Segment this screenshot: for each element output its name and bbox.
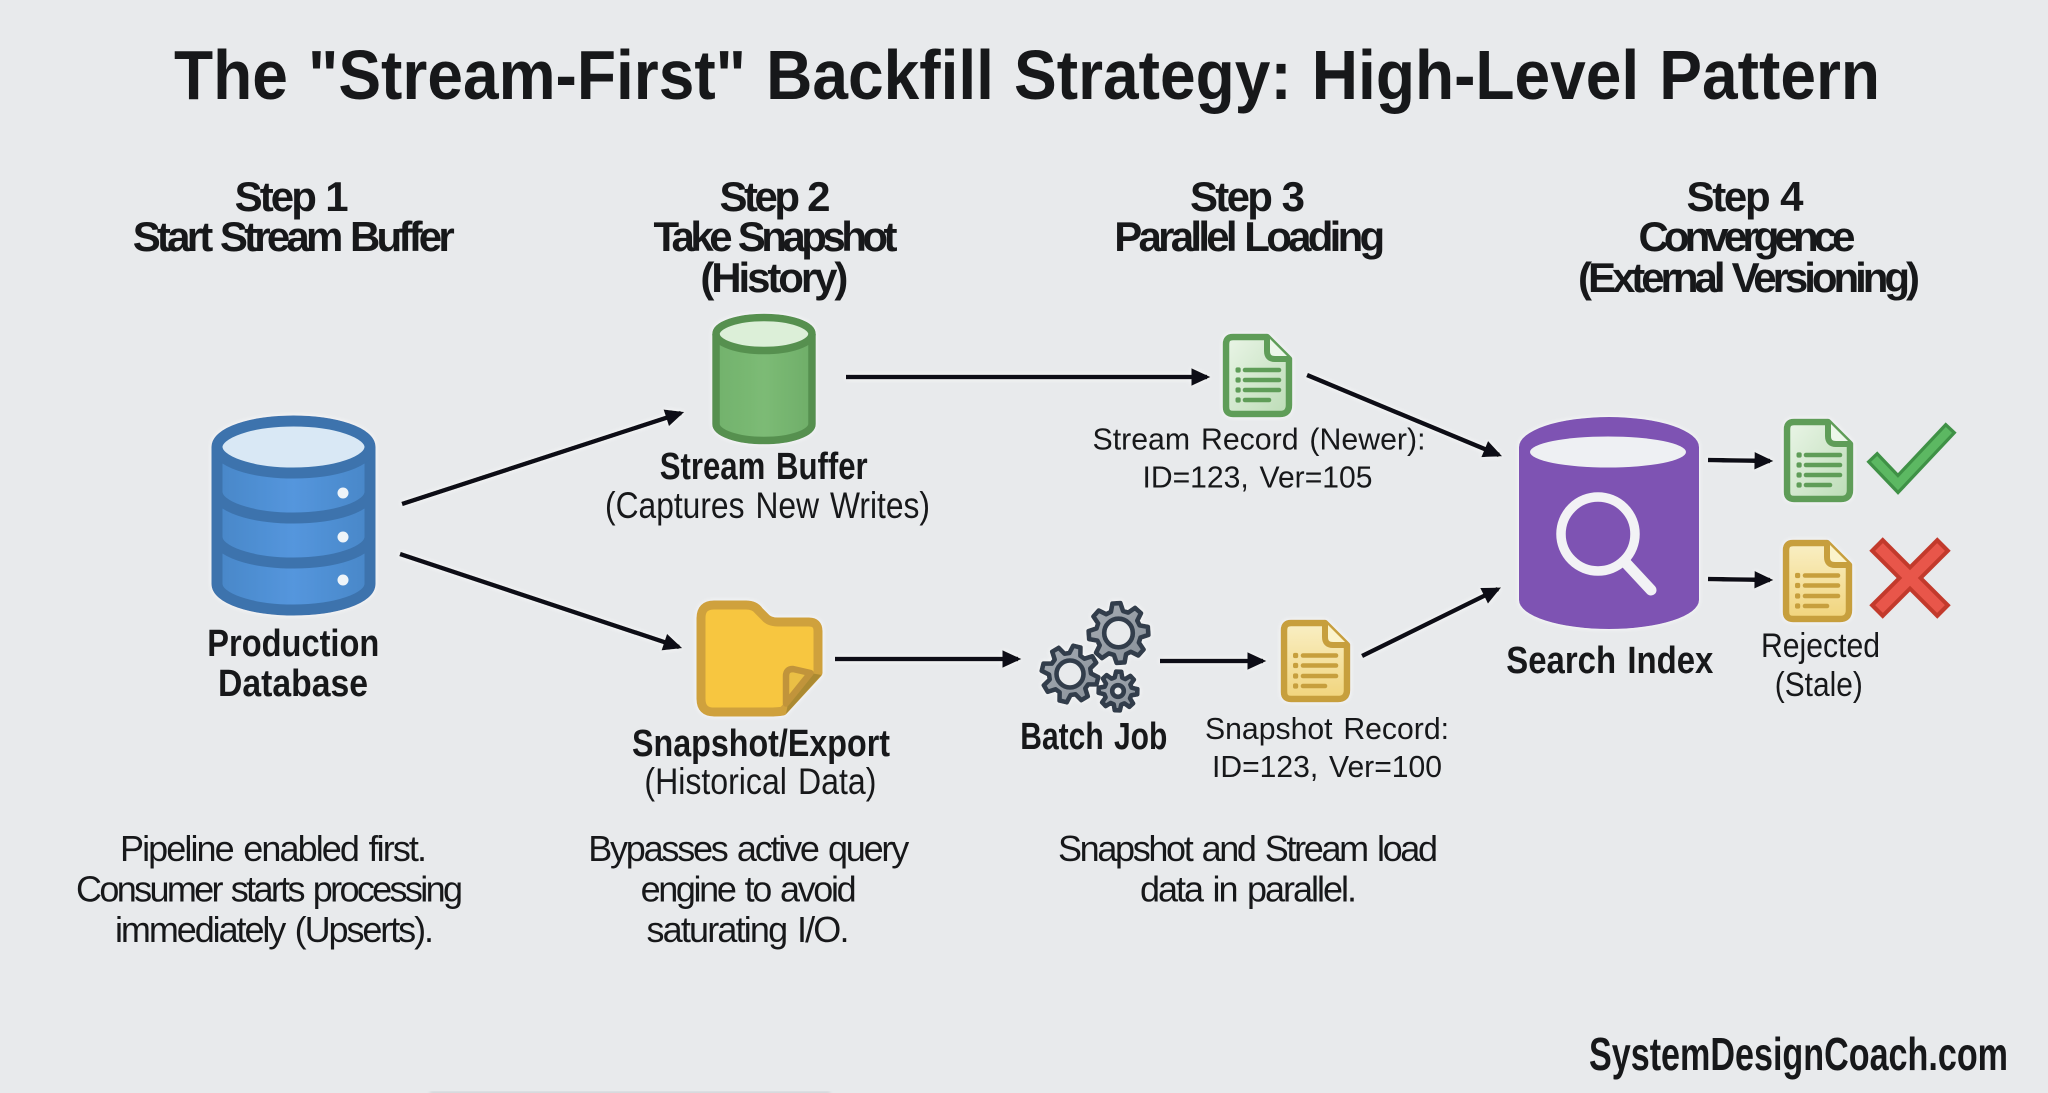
svg-text:Bypasses active query: Bypasses active query (588, 828, 909, 869)
svg-text:Step 4: Step 4 (1687, 173, 1805, 220)
svg-text:The "Stream-First" Backfill St: The "Stream-First" Backfill Strategy: Hi… (174, 36, 1880, 114)
svg-text:Snapshot and Stream load: Snapshot and Stream load (1058, 828, 1438, 869)
svg-text:ID=123, Ver=105: ID=123, Ver=105 (1143, 460, 1373, 495)
svg-text:Snapshot Record:: Snapshot Record: (1205, 711, 1449, 746)
svg-text:Stream Buffer: Stream Buffer (660, 446, 868, 488)
svg-text:ID=123, Ver=100: ID=123, Ver=100 (1212, 749, 1442, 784)
svg-text:Rejected: Rejected (1761, 627, 1880, 665)
svg-text:Snapshot/Export: Snapshot/Export (632, 723, 890, 765)
svg-text:(Historical Data): (Historical Data) (644, 761, 876, 802)
svg-text:Parallel Loading: Parallel Loading (1114, 213, 1385, 260)
svg-text:(Stale): (Stale) (1775, 666, 1863, 704)
svg-text:Step 3: Step 3 (1190, 173, 1305, 220)
svg-text:saturating I/O.: saturating I/O. (647, 909, 850, 950)
svg-text:(History): (History) (700, 254, 848, 301)
svg-text:Step 2: Step 2 (720, 173, 831, 220)
svg-text:immediately (Upserts).: immediately (Upserts). (115, 909, 434, 950)
svg-text:Database: Database (218, 663, 368, 705)
svg-text:Batch Job: Batch Job (1020, 716, 1167, 758)
svg-text:SystemDesignCoach.com: SystemDesignCoach.com (1589, 1028, 2008, 1080)
svg-text:Start Stream Buffer: Start Stream Buffer (133, 213, 455, 260)
svg-text:Consumer starts processing: Consumer starts processing (76, 869, 463, 910)
svg-text:Pipeline enabled first.: Pipeline enabled first. (120, 828, 427, 869)
svg-text:(Captures New Writes): (Captures New Writes) (605, 485, 930, 526)
svg-text:Search Index: Search Index (1506, 640, 1713, 682)
svg-text:engine to avoid: engine to avoid (641, 869, 857, 910)
svg-text:Convergence: Convergence (1639, 213, 1856, 260)
svg-text:Production: Production (207, 623, 379, 665)
svg-text:Step 1: Step 1 (235, 173, 349, 220)
svg-text:Stream Record (Newer):: Stream Record (Newer): (1093, 422, 1426, 457)
svg-text:(External Versioning): (External Versioning) (1578, 254, 1920, 301)
svg-text:data in parallel.: data in parallel. (1140, 869, 1357, 910)
svg-text:Take Snapshot: Take Snapshot (654, 213, 898, 260)
